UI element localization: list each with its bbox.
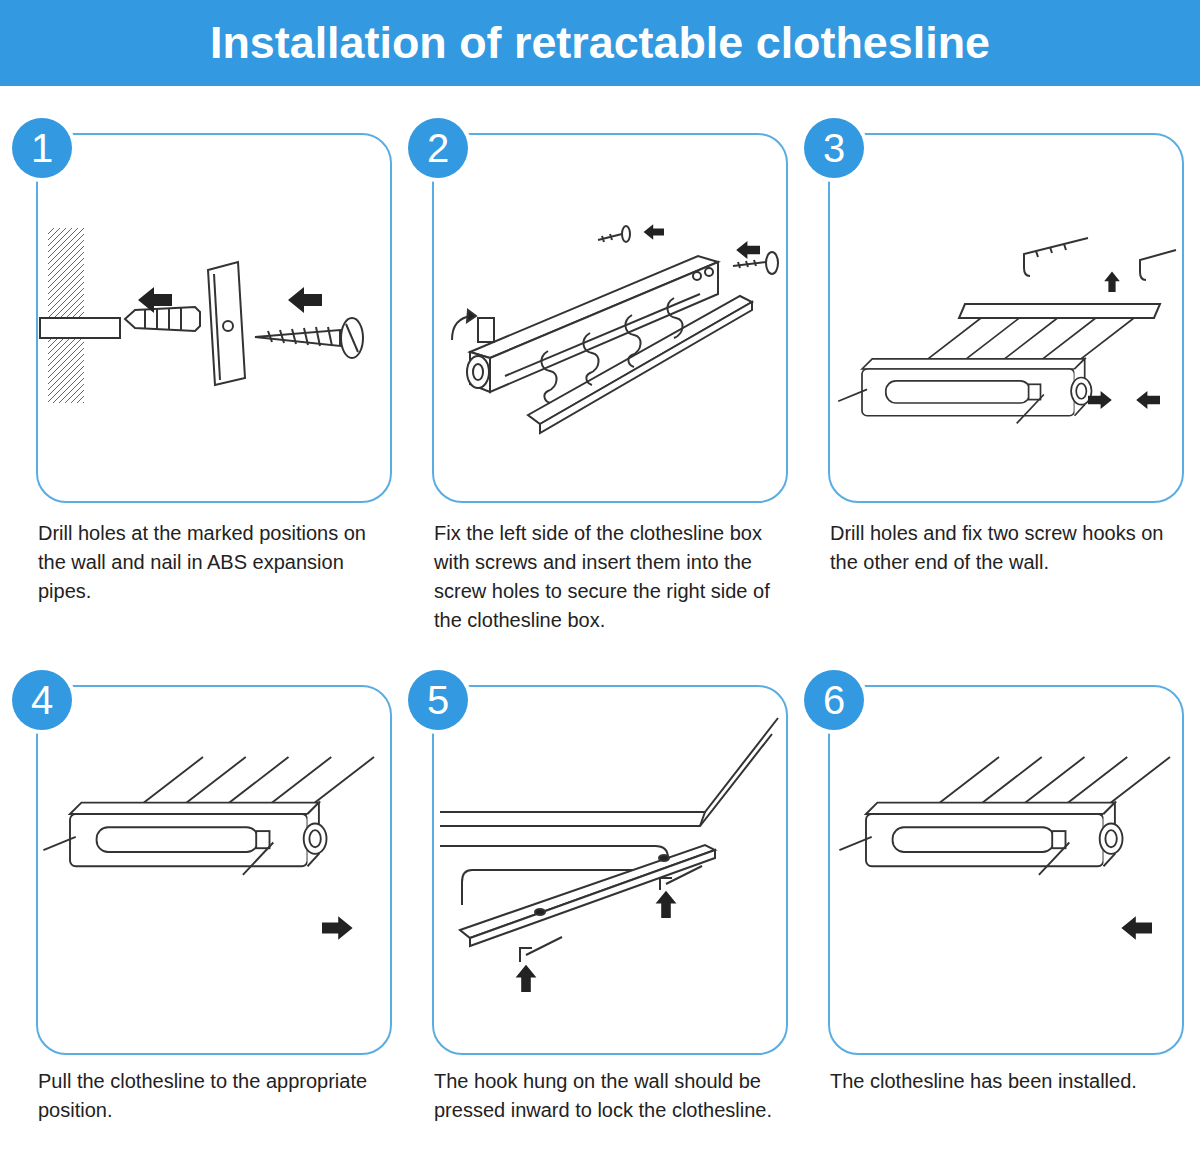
lock-hook-figure: [520, 937, 562, 962]
box-mounting-figure: [693, 272, 701, 280]
wall-anchor-figure: [48, 228, 84, 403]
box-mounting-figure: [625, 315, 640, 367]
wall-anchor-figure: [341, 318, 363, 358]
step-number-text: 3: [823, 128, 845, 168]
title-bar: Installation of retractable clothesline: [0, 0, 1200, 86]
step-number: 1: [12, 118, 72, 178]
lock-hook-figure: [660, 866, 702, 890]
illustration: [656, 891, 677, 918]
lock-hook-figure: [700, 812, 705, 826]
step-panel: Drill holes at the marked positions on t…: [36, 133, 392, 503]
illustration: [1136, 391, 1160, 409]
step-number-text: 2: [427, 128, 449, 168]
illustration: [322, 916, 353, 939]
box-mounting-figure: [583, 333, 598, 385]
wall-anchor-figure: [223, 321, 233, 331]
step-caption: Pull the clothesline to the appropriate …: [38, 1067, 394, 1125]
step-panel: Fix the left side of the clothesline box…: [432, 133, 788, 503]
lock-hook-figure: [470, 850, 715, 946]
step-panel: Pull the clothesline to the appropriate …: [36, 685, 392, 1055]
step-number-text: 4: [31, 680, 53, 720]
lock-hook-figure: [440, 734, 772, 826]
step-number: 4: [12, 670, 72, 730]
step-panel: The clothesline has been installed.: [828, 685, 1184, 1055]
step-panel: The hook hung on the wall should be pres…: [432, 685, 788, 1055]
illustration: [516, 965, 537, 992]
box-mounting-figure: [622, 226, 630, 242]
step-number-text: 5: [427, 680, 449, 720]
illustration: [138, 287, 172, 313]
box-mounting-figure: [705, 268, 713, 276]
box-mounting-figure: [541, 351, 556, 403]
box-mounting-figure: [490, 262, 718, 392]
lock-hook-figure: [659, 855, 669, 861]
title-text: Installation of retractable clothesline: [0, 0, 1200, 86]
pull-out-figure: [43, 757, 374, 875]
box-mounting-figure: [598, 234, 622, 242]
illustration: [288, 287, 322, 313]
step-caption: Fix the left side of the clothesline box…: [434, 519, 790, 635]
illustration: [1088, 391, 1112, 409]
hook-fixing-figure: [838, 318, 1134, 423]
step-number: 6: [804, 670, 864, 730]
box-mounting-figure: [505, 294, 700, 376]
installed-figure: [839, 757, 1170, 875]
pull-out-figure: [43, 757, 374, 875]
illustration: [644, 224, 664, 240]
hook-fixing-figure: [1036, 244, 1066, 257]
step-number-text: 1: [31, 128, 53, 168]
hook-fixing-figure: [1140, 250, 1176, 280]
step-number: 2: [408, 118, 468, 178]
box-mounting-figure: [766, 252, 778, 274]
step-caption: Drill holes and fix two screw hooks on t…: [830, 519, 1186, 577]
step-panel: Drill holes and fix two screw hooks on t…: [828, 133, 1184, 503]
wall-anchor-figure: [268, 327, 332, 346]
box-mounting-figure: [452, 226, 778, 433]
installed-figure: [839, 757, 1170, 875]
box-mounting-figure: [478, 318, 494, 342]
illustration: [1104, 272, 1120, 292]
wall-anchor-figure: [346, 324, 358, 352]
lock-hook-figure: [440, 718, 778, 812]
step-number: 3: [804, 118, 864, 178]
hook-fixing-figure: [959, 304, 1160, 318]
step-caption: Drill holes at the marked positions on t…: [38, 519, 394, 606]
box-mounting-figure: [473, 364, 483, 380]
box-mounting-figure: [467, 356, 489, 388]
hook-fixing-figure: [1024, 238, 1088, 276]
lock-hook-figure: [440, 718, 778, 962]
box-mounting-figure: [667, 298, 682, 338]
step-caption: The clothesline has been installed.: [830, 1067, 1186, 1096]
wall-anchor-figure: [125, 307, 200, 331]
step-number-text: 6: [823, 680, 845, 720]
illustration: [736, 241, 760, 259]
step-caption: The hook hung on the wall should be pres…: [434, 1067, 790, 1125]
box-mounting-figure: [467, 310, 476, 322]
wall-anchor-figure: [40, 228, 363, 403]
box-mounting-figure: [738, 260, 756, 268]
wall-anchor-figure: [208, 262, 245, 385]
illustration: [1121, 916, 1152, 939]
wall-anchor-figure: [40, 318, 120, 338]
wall-anchor-figure: [214, 274, 220, 380]
wall-anchor-figure: [145, 307, 181, 331]
step-number: 5: [408, 670, 468, 730]
lock-hook-figure: [460, 845, 715, 938]
lock-hook-figure: [535, 909, 545, 915]
hook-fixing-figure: [838, 238, 1176, 423]
